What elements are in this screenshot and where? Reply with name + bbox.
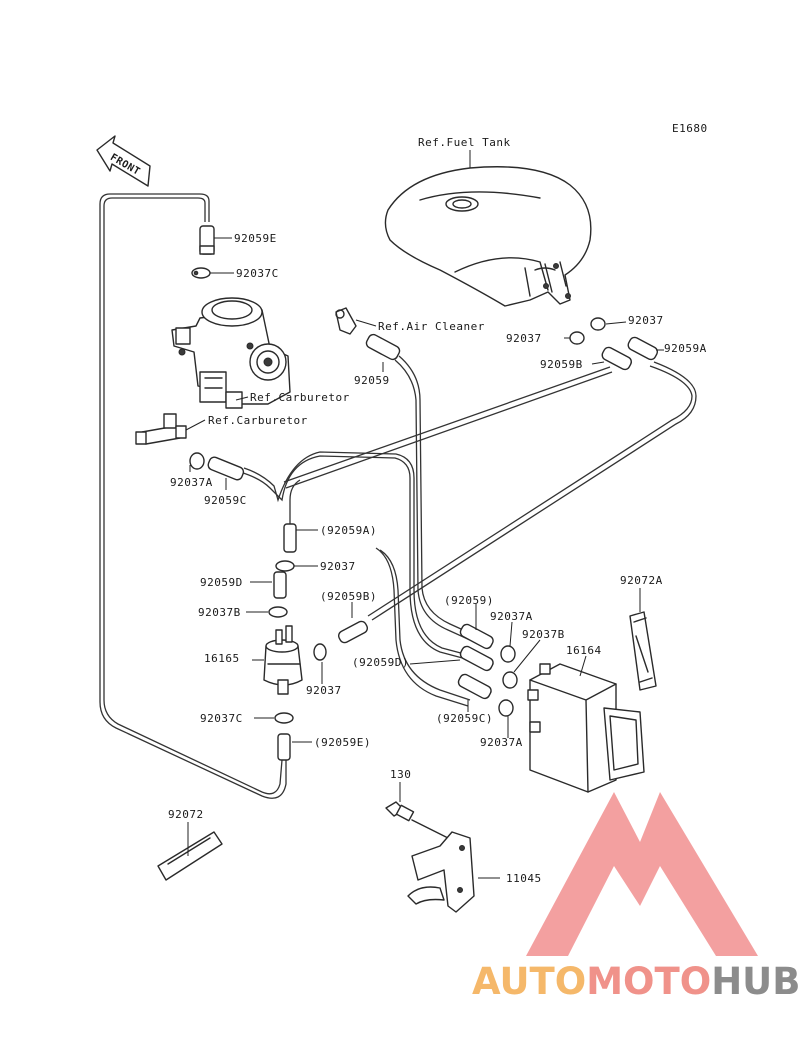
label-92059c-left: 92059C [204, 494, 247, 507]
label-92037b-left: 92037B [198, 606, 241, 619]
label-16164: 16164 [566, 644, 602, 657]
hose-pieces [199, 225, 658, 761]
hose-clamps [189, 267, 606, 724]
watermark-auto: AUTO [472, 960, 586, 1003]
label-92059b-right: 92059B [540, 358, 583, 371]
label-92059b-paren: (92059B) [320, 590, 377, 603]
label-11045: 11045 [506, 872, 542, 885]
label-92037a-left: 92037A [170, 476, 213, 489]
label-92059-mid: 92059 [354, 374, 390, 387]
label-92059a-paren: (92059A) [320, 524, 377, 537]
label-92059a-right: 92059A [664, 342, 707, 355]
label-92059-paren: (92059) [444, 594, 494, 607]
strap-92072a [629, 611, 657, 691]
label-92072a: 92072A [620, 574, 663, 587]
label-92072: 92072 [168, 808, 204, 821]
watermark-hub: HUB [711, 960, 800, 1003]
label-92037c-low: 92037C [200, 712, 243, 725]
ref-fuel-tank-label: Ref.Fuel Tank [418, 136, 511, 149]
watermark-logo: AUTOMOTOHUB [472, 792, 800, 1003]
diagram-code: E1680 [672, 122, 708, 135]
svg-text:AUTOMOTOHUB: AUTOMOTOHUB [472, 960, 800, 1003]
ref-carburetor-label-1: Ref.Carburetor [250, 391, 350, 404]
fuel-tank [384, 166, 592, 307]
label-92037-right-b: 92037 [628, 314, 664, 327]
label-92059d-paren: (92059D) [352, 656, 409, 669]
label-92037-right-a: 92037 [506, 332, 542, 345]
label-130: 130 [390, 768, 411, 781]
fuel-filter [263, 625, 303, 695]
label-92059e-paren: (92059E) [314, 736, 371, 749]
bracket-11045 [407, 831, 475, 913]
ref-air-cleaner-label: Ref.Air Cleaner [378, 320, 485, 333]
label-92059e-top: 92059E [234, 232, 277, 245]
watermark-triangle-icon [526, 792, 758, 956]
hose-lines [99, 193, 697, 799]
part-labels: 92059E 92037C Ref.Air Cleaner 92059 9203… [168, 232, 707, 885]
label-92037c-top: 92037C [236, 267, 279, 280]
strap-92072 [157, 831, 223, 881]
label-92037a-r2: 92037A [480, 736, 523, 749]
carburetor [171, 297, 291, 409]
label-16165: 16165 [204, 652, 240, 665]
label-92037-center: 92037 [320, 560, 356, 573]
label-92037a-r1: 92037A [490, 610, 533, 623]
label-92037-low: 92037 [306, 684, 342, 697]
evap-canister [527, 663, 645, 793]
ref-carburetor-label-2: Ref.Carburetor [208, 414, 308, 427]
watermark-moto: MOTO [586, 960, 711, 1003]
leader-lines [187, 237, 664, 879]
label-92059c-paren: (92059C) [436, 712, 493, 725]
label-92059d-left: 92059D [200, 576, 243, 589]
carburetor-fitting [135, 413, 187, 445]
label-92037b-r: 92037B [522, 628, 565, 641]
front-arrow-icon: FRONT [96, 135, 151, 187]
